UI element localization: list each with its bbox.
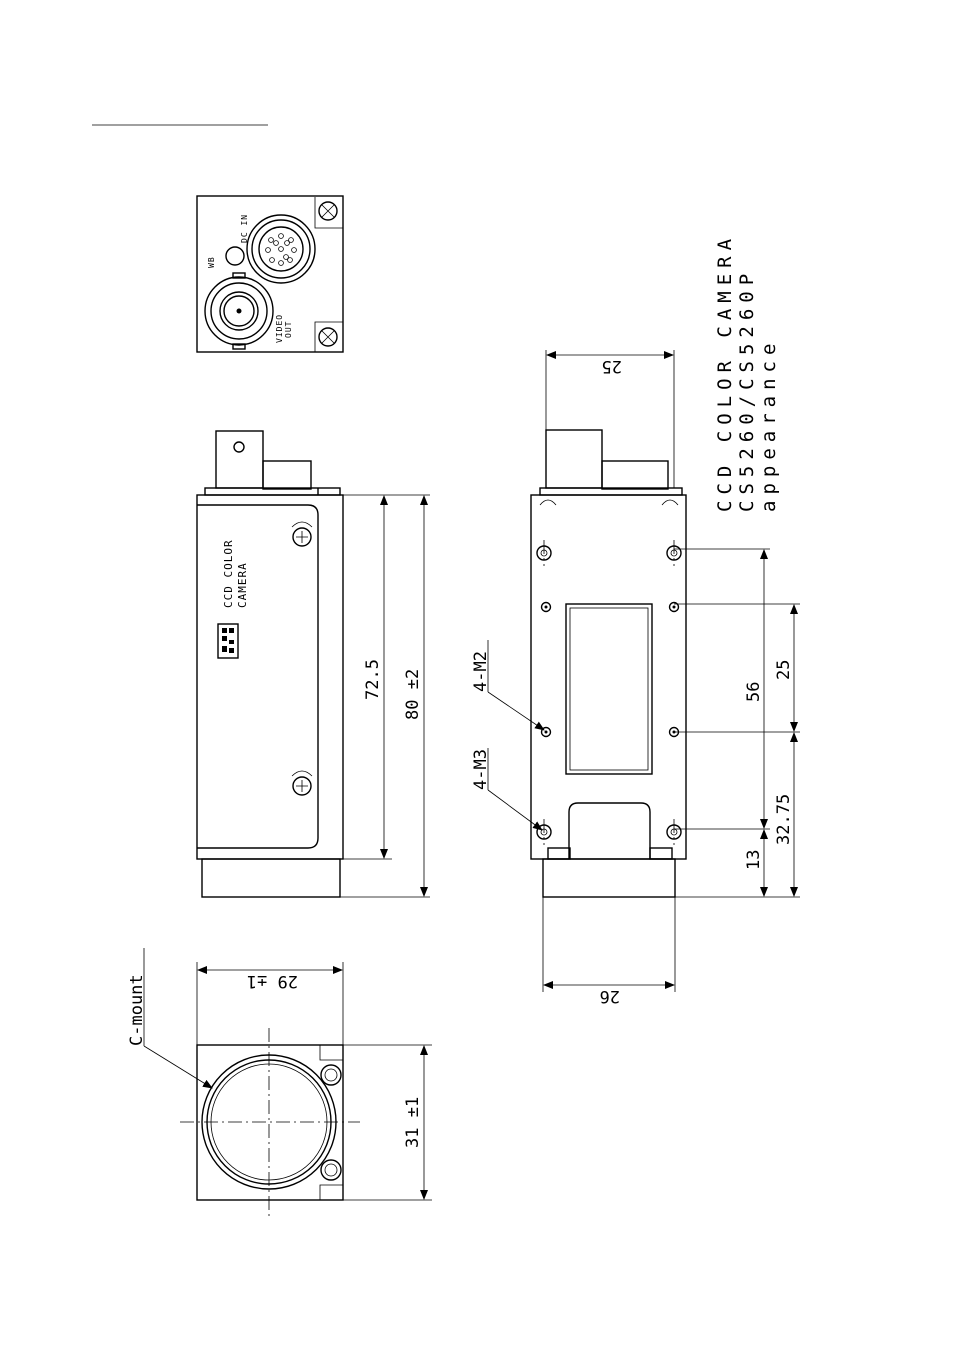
lens-mount-bottom: [543, 859, 675, 897]
side-label-line-1: CCD COLOR: [222, 539, 235, 608]
front-view: 29 ±1 31 ±1 C-mount: [127, 948, 432, 1218]
screw-icon: [321, 1065, 341, 1085]
dim-front-width: 29 ±1: [247, 971, 298, 991]
rear-panel-outline: [197, 196, 343, 352]
wb-adjust-icon: [226, 247, 244, 265]
dim-m3-offset: 32.75: [774, 794, 794, 845]
callout-4-m2: 4-M2: [471, 651, 491, 692]
title-line-3: appearance: [758, 338, 780, 512]
wb-label: WB: [207, 256, 216, 268]
video-out-bnc-icon: [205, 273, 273, 349]
bottom-body-outline: [531, 495, 686, 859]
dim-total-length: 80 ±2: [403, 669, 423, 720]
screw-icon: [321, 1160, 341, 1180]
m3-hole-icon: [537, 546, 681, 839]
video-out-label-1: VIDEO: [275, 314, 284, 343]
callout-c-mount: C-mount: [127, 974, 147, 1046]
front-body-outline: [197, 1045, 343, 1200]
side-body-outline: [197, 495, 343, 859]
dim-body-length: 72.5: [363, 659, 383, 700]
title-block: CCD COLOR CAMERA CS5260/CS5260P appearan…: [714, 233, 780, 512]
dc-in-connector-icon: [247, 215, 315, 283]
m2-hole-icon: [542, 603, 679, 737]
side-label-line-2: CAMERA: [236, 562, 249, 608]
title-line-1: CCD COLOR CAMERA: [714, 233, 736, 512]
video-out-label-2: OUT: [284, 321, 293, 338]
brand-logo-icon: [218, 624, 238, 658]
dim-holes-m2: 25: [774, 660, 794, 680]
dc-in-label: DC IN: [240, 214, 249, 243]
side-view: CCD COLOR CAMERA 72.5 80 ±2: [197, 431, 430, 897]
dim-holes-span: 56: [744, 682, 764, 702]
bnc-protrusion: [216, 431, 263, 488]
dim-connector-width: 25: [602, 356, 622, 376]
callout-4-m3: 4-M3: [471, 749, 491, 790]
title-line-2: CS5260/CS5260P: [736, 268, 758, 512]
lens-mount-side: [202, 859, 340, 897]
dim-front-height: 31 ±1: [403, 1097, 423, 1148]
dim-mount-width: 26: [600, 986, 620, 1006]
rear-panel-view: WB DC IN VIDEO OUT: [197, 196, 343, 352]
dim-lens-offset: 13: [744, 850, 764, 870]
bottom-label-window: [566, 604, 652, 774]
